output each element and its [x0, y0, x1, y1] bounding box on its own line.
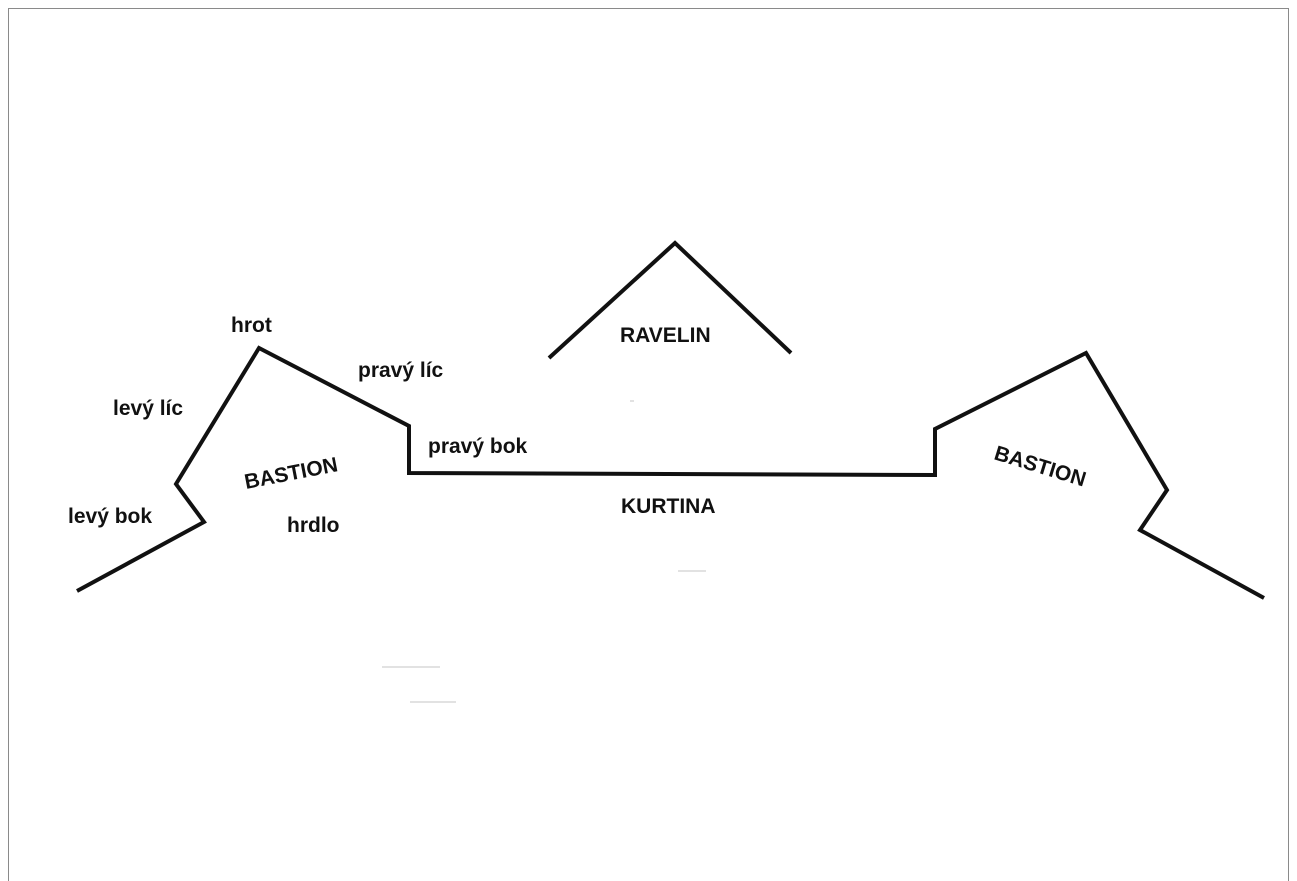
label-ravelin: RAVELIN	[620, 324, 711, 347]
label-hrdlo: hrdlo	[287, 514, 340, 537]
label-pravy-lic: pravý líc	[358, 359, 444, 382]
label-levy-bok: levý bok	[68, 505, 152, 528]
label-bastion-left: BASTION	[243, 453, 340, 494]
label-bastion-right: BASTION	[992, 442, 1089, 492]
fortress-outline	[76, 345, 1265, 600]
page-border	[8, 8, 1289, 881]
label-pravy-bok: pravý bok	[428, 435, 528, 458]
ravelin-outline	[547, 240, 793, 360]
label-kurtina: KURTINA	[621, 495, 716, 518]
label-hrot: hrot	[231, 314, 272, 337]
label-levy-lic: levý líc	[113, 397, 183, 420]
